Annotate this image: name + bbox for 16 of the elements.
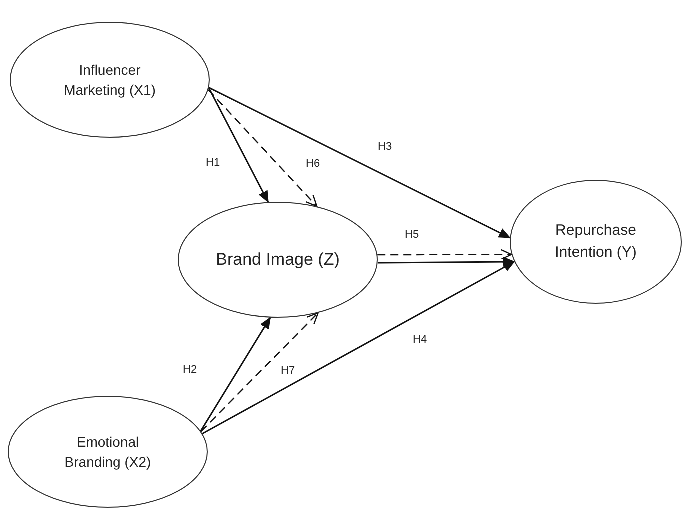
construct-label: Brand Image (Z) [216,248,340,271]
construct-ellipse [10,22,210,138]
construct-ellipse [178,202,378,318]
dashed-arrow [200,312,319,432]
construct-label: Repurchase Intention (Y) [554,221,638,263]
arrow [200,316,272,432]
arrow [208,87,512,239]
construct-ellipse [8,396,208,508]
construct-ellipse [510,180,682,304]
arrow [378,257,516,267]
dashed-arrow [378,249,512,260]
construct-label: Influencer Marketing (X1) [63,60,157,100]
arrow [208,88,270,204]
arrow [202,261,516,435]
construct-label: Emotional Branding (X2) [64,432,152,472]
dashed-arrow [208,89,318,208]
